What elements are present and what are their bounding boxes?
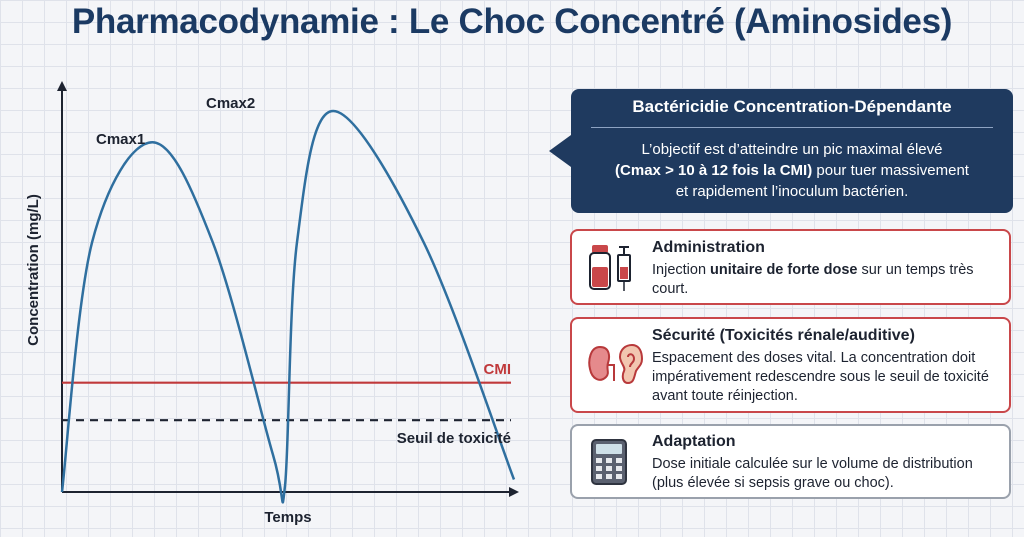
calculator-icon	[591, 439, 627, 485]
card-administration-body: Injection unitaire de forte dose sur un …	[652, 261, 999, 299]
card-adaptation-body: Dose initiale calculée sur le volume de …	[652, 456, 973, 491]
cmi-label: CMI	[484, 361, 512, 378]
vial-syringe-icon	[589, 245, 631, 291]
cmax2-label: Cmax2	[206, 95, 255, 112]
card-securite-body: Espacement des doses vital. La concentra…	[652, 350, 989, 404]
card-administration-body-pre: Injection	[652, 262, 711, 278]
concentration-curve	[60, 109, 516, 504]
card-administration-body-post: sur un temps très court.	[652, 262, 974, 297]
page-title: Pharmacodynamie : Le Choc Concentré (Ami…	[71, 2, 953, 41]
callout-bactericidie: Bactéricidie Concentration-Dépendante L’…	[549, 89, 1013, 213]
callout-emphasis: (Cmax > 10 à 12 fois la CMI)	[615, 162, 813, 179]
callout-line-2: pour tuer massivement	[812, 162, 969, 179]
cmax1-label: Cmax1	[96, 131, 145, 148]
x-axis-title: Temps	[264, 509, 311, 526]
card-administration: Administration Injection unitaire de for…	[570, 229, 1011, 305]
card-adaptation-title: Adaptation	[652, 433, 736, 450]
card-securite-title: Sécurité (Toxicités rénale/auditive)	[652, 327, 915, 344]
callout-body: L’objectif est d’atteindre un pic maxima…	[583, 139, 1001, 202]
callout-title: Bactéricidie Concentration-Dépendante	[632, 97, 952, 116]
card-administration-body-bold: unitaire de forte dose	[710, 262, 858, 278]
concentration-time-chart: Cmax1 Cmax2 CMI Seuil de toxicité Concen…	[25, 81, 519, 526]
toxicity-threshold-label: Seuil de toxicité	[397, 430, 511, 447]
card-securite: Sécurité (Toxicités rénale/auditive) Esp…	[570, 317, 1011, 413]
card-adaptation: Adaptation Dose initiale calculée sur le…	[570, 424, 1011, 499]
y-axis-title: Concentration (mg/L)	[25, 194, 42, 346]
callout-line-1: L’objectif est d’atteindre un pic maxima…	[641, 141, 943, 158]
card-administration-title: Administration	[652, 239, 765, 256]
callout-divider	[591, 127, 993, 128]
kidney-ear-icon	[588, 343, 644, 385]
callout-line-3: et rapidement l’inoculum bactérien.	[675, 183, 909, 200]
